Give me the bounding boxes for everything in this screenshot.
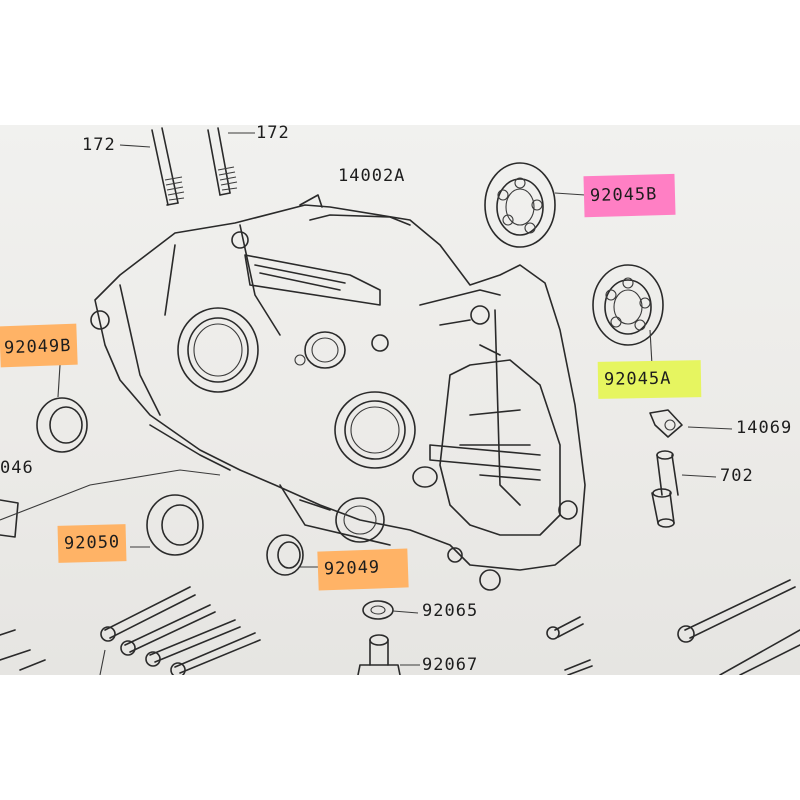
label-92067: 92067: [422, 655, 479, 675]
main-bore: [334, 391, 416, 469]
diagram-photo: 172 172 14002A 92045B 92045A 92049B 046 …: [0, 125, 800, 675]
crankcase-body: [94, 194, 586, 571]
small-bore: [304, 331, 346, 369]
leader-14069: [687, 426, 733, 430]
label-14002a: 14002A: [338, 166, 406, 186]
washer-92065: [362, 600, 394, 620]
bearing-92045b: [484, 162, 556, 248]
label-92049b: 92049B: [0, 323, 79, 368]
case-bosses: [90, 231, 578, 591]
bolt-set-left: [99, 586, 261, 675]
shaft-end: [412, 466, 438, 488]
crank-bore: [177, 307, 259, 393]
lower-bore: [335, 497, 385, 543]
bolt-center: [546, 616, 593, 675]
leader-046: [0, 469, 221, 521]
label-14069: 14069: [736, 418, 793, 438]
seal-92050: [146, 494, 204, 556]
label-92049: 92049: [317, 548, 409, 591]
label-92045b: 92045B: [583, 173, 676, 218]
shaft-stub: [429, 444, 541, 471]
label-92065: 92065: [422, 601, 479, 621]
seal-92049b: [36, 397, 88, 453]
label-046: 046: [0, 458, 34, 478]
bearing-92045a: [592, 264, 664, 346]
part-046: [0, 499, 19, 538]
label-92050: 92050: [57, 524, 127, 563]
label-172-right: 172: [256, 125, 290, 143]
pin-702: [651, 450, 679, 528]
label-702: 702: [720, 466, 754, 486]
label-92045a: 92045A: [597, 360, 702, 399]
plug-92067: [357, 634, 401, 675]
bolts-left-edge: [0, 629, 46, 671]
stud-left: [151, 127, 185, 206]
seal-92049: [266, 534, 304, 576]
label-172-left: 172: [82, 135, 116, 155]
bolts-right: [677, 579, 800, 675]
crankcase-diagram: [0, 127, 800, 675]
leader-92065: [392, 610, 419, 614]
leader-92049b: [57, 364, 61, 398]
leader-92045a: [649, 329, 653, 366]
stud-right: [207, 127, 238, 196]
leader-702: [681, 474, 717, 478]
fitting-14069: [649, 409, 683, 438]
leader-92045b: [554, 192, 586, 196]
